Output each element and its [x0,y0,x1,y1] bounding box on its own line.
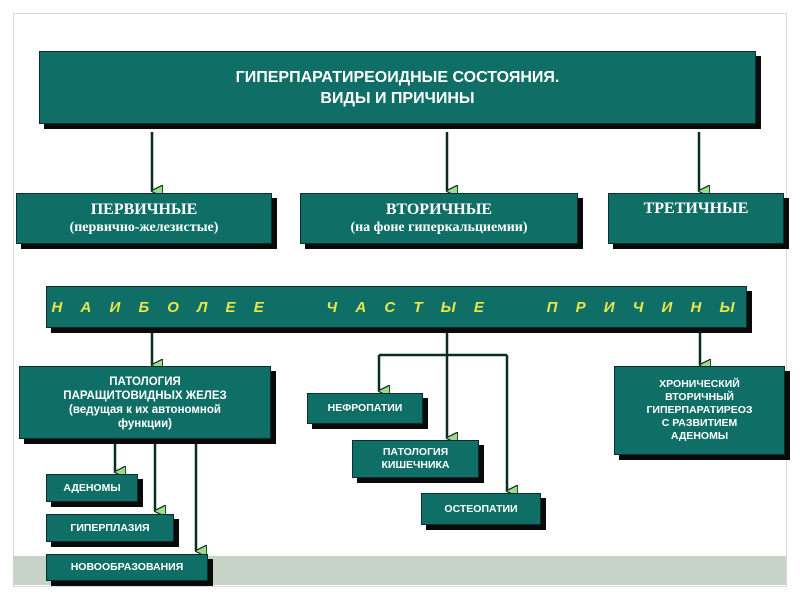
primary-cause-line-2: ПАРАЩИТОВИДНЫХ ЖЕЛЕЗ [63,389,227,402]
primary-cause-line-4: функции) [117,417,173,430]
primary-cause-box: ПАТОЛОГИЯ ПАРАЩИТОВИДНЫХ ЖЕЛЕЗ (ведущая … [19,366,271,439]
neoplasms-label: НОВООБРАЗОВАНИЯ [70,561,184,573]
tertiary-type-box: ТРЕТИЧНЫЕ [608,193,784,244]
secondary-type-label: ВТОРИЧНЫЕ [385,200,493,218]
primary-type-label: ПЕРВИЧНЫЕ [90,200,198,218]
tertiary-cause-line-5: АДЕНОМЫ [670,430,729,442]
intestine-line-1: ПАТОЛОГИЯ [382,446,449,458]
nephropathy-label: НЕФРОПАТИИ [327,402,403,414]
primary-type-sub: (первично-железистые) [69,219,219,235]
osteopathy-box: ОСТЕОПАТИИ [421,493,541,525]
adenomas-box: АДЕНОМЫ [46,474,138,502]
causes-banner-text: Н А И Б О Л Е Е Ч А С Т Ы Е П Р И Ч И Н … [51,298,742,316]
tertiary-cause-line-4: С РАЗВИТИЕМ [661,417,738,429]
hyperplasia-label: ГИПЕРПЛАЗИЯ [70,521,150,534]
secondary-type-sub: (на фоне гиперкальциемии) [350,219,528,235]
primary-type-box: ПЕРВИЧНЫЕ (первично-железистые) [16,193,272,244]
title-line-2: ВИДЫ И ПРИЧИНЫ [320,89,475,107]
neoplasms-box: НОВООБРАЗОВАНИЯ [46,554,208,581]
title-line-1: ГИПЕРПАРАТИРЕОИДНЫЕ СОСТОЯНИЯ. [235,68,560,86]
primary-cause-line-3: (ведущая к их автономной [69,403,221,416]
osteopathy-label: ОСТЕОПАТИИ [444,502,518,515]
tertiary-cause-line-1: ХРОНИЧЕСКИЙ [659,378,740,390]
primary-cause-line-1: ПАТОЛОГИЯ [109,375,181,388]
nephropathy-box: НЕФРОПАТИИ [307,393,423,424]
tertiary-cause-line-2: ВТОРИЧНЫЙ [665,391,734,403]
intestine-line-2: КИШЕЧНИКА [381,459,450,471]
tertiary-cause-box: ХРОНИЧЕСКИЙ ВТОРИЧНЫЙ ГИПЕРПАРАТИРЕОЗ С … [614,366,785,455]
intestine-box: ПАТОЛОГИЯ КИШЕЧНИКА [352,440,479,478]
secondary-type-box: ВТОРИЧНЫЕ (на фоне гиперкальциемии) [300,193,578,244]
title-box: ГИПЕРПАРАТИРЕОИДНЫЕ СОСТОЯНИЯ. ВИДЫ И ПР… [39,51,756,124]
tertiary-cause-line-3: ГИПЕРПАРАТИРЕОЗ [646,404,753,416]
causes-banner: Н А И Б О Л Е Е Ч А С Т Ы Е П Р И Ч И Н … [46,286,747,328]
hyperplasia-box: ГИПЕРПЛАЗИЯ [46,514,174,542]
tertiary-type-label: ТРЕТИЧНЫЕ [643,200,749,217]
adenomas-label: АДЕНОМЫ [63,481,121,494]
